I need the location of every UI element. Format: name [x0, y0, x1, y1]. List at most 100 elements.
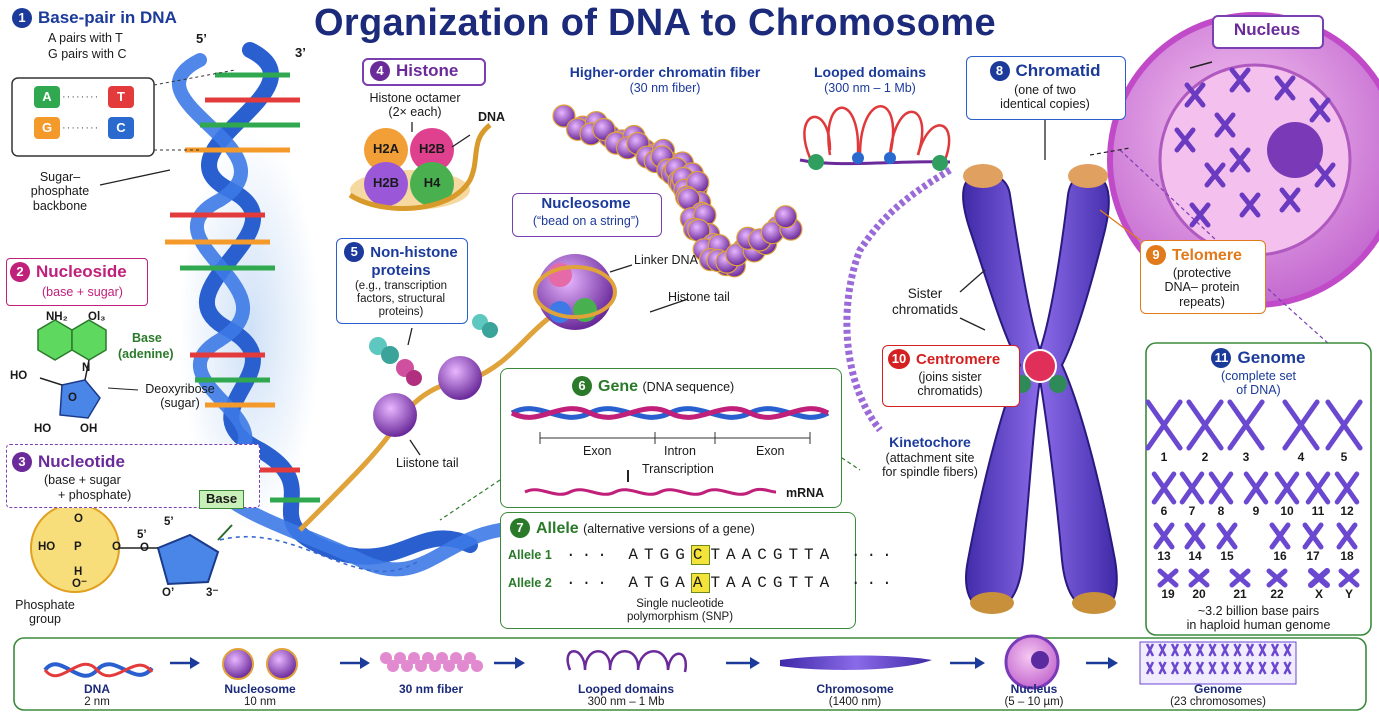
atom-ho: HO: [10, 370, 28, 382]
karyotype: [1145, 399, 1363, 588]
atom-o-bottom: O⁻: [72, 578, 88, 590]
hbond-ta: ········: [62, 91, 100, 103]
chromatid-title: Chromatid: [1015, 61, 1101, 80]
karyotype-label: 5: [1340, 450, 1348, 464]
step-number-badge: 7: [510, 518, 530, 538]
karyotype-chromosome: [1145, 399, 1183, 451]
chromatin-fiber-30nm: [552, 104, 803, 278]
nucleus-chromosome: [1189, 202, 1211, 228]
pathway-stage-size: (23 chromosomes): [1170, 696, 1266, 708]
karyotype-chromosome: [1274, 471, 1300, 505]
karyotype-chromosome: [1227, 399, 1265, 451]
nucleoside-molecule: [37, 319, 107, 419]
karyotype-label: 21: [1233, 587, 1247, 601]
karyotype-label: 18: [1340, 549, 1354, 563]
pathway-stage-name: Chromosome: [816, 682, 894, 696]
atom-p: P: [74, 541, 82, 553]
pathway-stage-size: 300 nm – 1 Mb: [587, 696, 665, 708]
atom-n: N: [82, 362, 91, 374]
gene-title: Gene: [598, 378, 639, 395]
karyotype-chromosome: [1184, 522, 1206, 550]
step-number-badge: 10: [888, 349, 910, 369]
karyotype-label: 13: [1157, 549, 1171, 563]
allele-title: Allele: [536, 520, 579, 537]
karyotype-chromosome: [1336, 522, 1358, 550]
genome-title: Genome: [1237, 348, 1306, 367]
kinetochore-heading: Kinetochore: [889, 434, 971, 450]
histone-h2b: H2B: [418, 141, 445, 156]
snp-c: C: [690, 545, 711, 565]
basepair-title: Base-pair in DNA: [38, 8, 177, 27]
atom-o-top: O: [74, 513, 83, 525]
pathway-stage-size: (5 – 10 µm): [1004, 696, 1064, 708]
atom-oh: OH: [80, 423, 98, 435]
histone-dna-label: DNA: [478, 110, 506, 124]
centromere-title: Centromere: [916, 351, 1001, 368]
karyotype-label: 3: [1242, 450, 1250, 464]
karyotype-chromosome: [1151, 471, 1177, 505]
step-number-badge: 11: [1211, 348, 1232, 368]
pathway-chromosome-icon: [780, 655, 932, 670]
step-number-badge: 1: [12, 8, 32, 28]
karyotype-label: 4: [1297, 450, 1305, 464]
karyotype-chromosome: [1325, 399, 1363, 451]
atom-h: H: [74, 566, 83, 578]
step-number-badge: 8: [989, 61, 1010, 81]
histone-h2a: H2A: [372, 141, 399, 156]
karyotype-chromosome: [1208, 471, 1234, 505]
pathway-fiber-bead: [380, 652, 392, 664]
karyotype-label: 22: [1270, 587, 1284, 601]
pathway-fiber-bead: [471, 660, 483, 672]
nucleosome-sub: (“bead on a string”): [532, 214, 640, 228]
pathway-stage-name: DNA: [84, 682, 110, 696]
histone-tail-label: Histone tail: [668, 290, 730, 304]
allele-1-label: Allele 1: [508, 548, 552, 562]
looped-domains: [799, 105, 951, 166]
non-histone-proteins: [369, 314, 498, 386]
karyotype-label: 10: [1280, 504, 1294, 518]
pathway-fiber-bead: [415, 660, 427, 672]
karyotype-chromosome: [1186, 399, 1224, 451]
histone-title: Histone: [396, 61, 459, 80]
pathway-nucleosome-icon: [266, 648, 298, 680]
karyotype-label: 8: [1217, 504, 1225, 518]
basepair-rule-at: A pairs with T: [48, 31, 123, 45]
base-c: C: [108, 117, 134, 139]
nucleoside-title: Nucleoside: [36, 262, 127, 281]
karyotype-label: 17: [1306, 549, 1320, 563]
chromatin-fiber-sub: (30 nm fiber): [629, 81, 701, 95]
allele-sub: (alternative versions of a gene): [583, 522, 755, 536]
atom-3prime: 3⁻: [206, 587, 219, 599]
nucleus-cell: [1107, 12, 1379, 308]
nucleus-chromosome: [1279, 187, 1301, 213]
pathway-fiber-bead: [464, 652, 476, 664]
nucleus-chromosome: [1309, 97, 1331, 123]
karyotype-label: 19: [1161, 587, 1175, 601]
hbond-gc: ········: [62, 122, 100, 134]
karyotype-chromosome: [1229, 568, 1251, 588]
pathway-stage-name: Looped domains: [578, 682, 674, 696]
karyotype-chromosome: [1188, 568, 1210, 588]
non-histone-title-2: proteins: [371, 262, 431, 279]
step-number-badge: 3: [12, 452, 32, 472]
section-allele-heading: 7 Allele (alternative versions of a gene): [510, 518, 755, 538]
chromatin-fiber-heading: Higher-order chromatin fiber: [569, 64, 761, 80]
histone-h2b-2: H2B: [372, 175, 399, 190]
karyotype-label: 16: [1273, 549, 1287, 563]
atom-ho-phosphate: HO: [38, 541, 56, 553]
pathway-stage-name: Nucleus: [1010, 682, 1058, 696]
nucleus-chromosome: [1274, 75, 1296, 101]
karyotype-chromosome: [1282, 399, 1320, 451]
karyotype-chromosome: [1305, 471, 1331, 505]
looped-domains-heading: Looped domains: [814, 64, 926, 80]
nucleus-chromosome: [1174, 127, 1196, 153]
